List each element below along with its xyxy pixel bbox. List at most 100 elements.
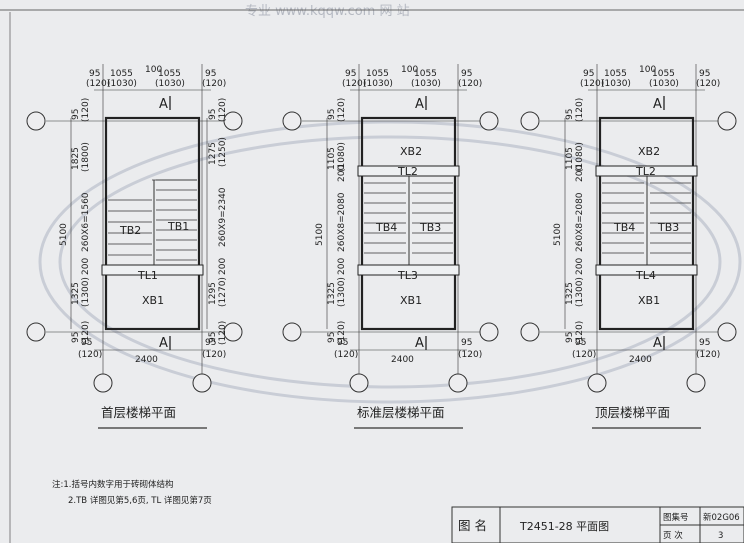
dim-upper-flight: 1825 bbox=[71, 147, 81, 170]
dim-1030: (1030) bbox=[649, 79, 679, 89]
dim-1030: (1030) bbox=[601, 79, 631, 89]
axis-bubble bbox=[520, 111, 540, 131]
note-line-1: 注:1.括号内数字用于砖砌体结构 bbox=[52, 479, 173, 490]
dim-1030: (1030) bbox=[155, 79, 185, 89]
member-label-xb2: XB2 bbox=[638, 145, 660, 158]
plan-caption: 标准层楼梯平面 bbox=[357, 405, 445, 420]
member-label-xb1: XB1 bbox=[400, 294, 422, 307]
member-label-tb3: TB3 bbox=[657, 221, 679, 234]
stair-plan-2: 95(120)1055(1030)1001055(1030)95(120)A24… bbox=[282, 64, 499, 429]
dim-right-run: 260X9=2340 bbox=[218, 187, 228, 247]
member-label-tb2: TB2 bbox=[119, 224, 141, 237]
stair-wall bbox=[360, 116, 457, 331]
dim-120: (120) bbox=[337, 98, 347, 122]
member-label-tl2: TL2 bbox=[397, 165, 418, 178]
dim-95: 95 bbox=[71, 109, 81, 120]
dim-1300: (1300) bbox=[575, 277, 585, 307]
member-label-xb1: XB1 bbox=[638, 294, 660, 307]
dim-100: 100 bbox=[145, 65, 162, 75]
title-label-page: 页 次 bbox=[663, 530, 683, 541]
dim-2400: 2400 bbox=[629, 355, 652, 365]
member-label-tb4: TB4 bbox=[613, 221, 635, 234]
title-label-set: 图集号 bbox=[663, 512, 689, 523]
dim-95: 95 bbox=[205, 69, 216, 79]
dim-95: 95 bbox=[699, 338, 710, 348]
dim-95: 95 bbox=[327, 109, 337, 120]
dim-120: (120) bbox=[575, 98, 585, 122]
dim-1300: (1300) bbox=[337, 277, 347, 307]
dim-95: 95 bbox=[81, 338, 92, 348]
dim-95: 95 bbox=[208, 332, 218, 343]
axis-bubble bbox=[282, 322, 302, 342]
axis-bubble bbox=[479, 111, 499, 131]
member-label-tl1: TL1 bbox=[137, 269, 158, 282]
dim-95: 95 bbox=[575, 338, 586, 348]
section-mark-bottom: A bbox=[653, 336, 662, 351]
dim-120: (120) bbox=[696, 79, 720, 89]
axis-bubble bbox=[349, 373, 369, 393]
section-mark-bottom: A bbox=[415, 336, 424, 351]
dim-1325: 1325 bbox=[71, 282, 81, 305]
page-number: 3 bbox=[718, 531, 723, 541]
dim-120: (120) bbox=[575, 321, 585, 345]
dim-200: 200 bbox=[575, 258, 585, 275]
axis-bubble bbox=[26, 111, 46, 131]
dim-120: (120) bbox=[458, 350, 482, 360]
dim-120: (120) bbox=[218, 98, 228, 122]
member-label-xb2: XB2 bbox=[400, 145, 422, 158]
dim-upper-flight-alt: (1080) bbox=[575, 142, 585, 172]
dim-120: (120) bbox=[78, 350, 102, 360]
dim-1055: 1055 bbox=[604, 69, 627, 79]
dim-1055: 1055 bbox=[366, 69, 389, 79]
member-label-xb1: XB1 bbox=[142, 294, 164, 307]
dim-upper-flight: 1105 bbox=[327, 147, 337, 170]
dim-95: 95 bbox=[461, 69, 472, 79]
drawing-title: T2451-28 平面图 bbox=[519, 520, 609, 533]
section-mark-top: A bbox=[415, 97, 424, 112]
member-label-tl3: TL3 bbox=[397, 269, 418, 282]
dim-5100: 5100 bbox=[553, 223, 563, 246]
section-mark-top: A bbox=[653, 97, 662, 112]
dim-95: 95 bbox=[345, 69, 356, 79]
dim-right-bottom: 1295 bbox=[208, 282, 218, 305]
title-label-name: 图 名 bbox=[458, 518, 487, 533]
dim-95: 95 bbox=[205, 338, 216, 348]
watermark-text: 专业 www.kqqw.com 网 站 bbox=[245, 4, 410, 19]
axis-bubble bbox=[282, 111, 302, 131]
dim-95: 95 bbox=[327, 332, 337, 343]
dim-5100: 5100 bbox=[315, 223, 325, 246]
dim-upper-flight-alt: (1800) bbox=[81, 142, 91, 172]
axis-bubble bbox=[479, 322, 499, 342]
dim-1325: 1325 bbox=[565, 282, 575, 305]
axis-bubble bbox=[717, 111, 737, 131]
dim-1055: 1055 bbox=[652, 69, 675, 79]
axis-bubble bbox=[717, 322, 737, 342]
axis-bubble bbox=[520, 322, 540, 342]
dim-95: 95 bbox=[565, 332, 575, 343]
dim-2400: 2400 bbox=[135, 355, 158, 365]
dim-120: (120) bbox=[337, 321, 347, 345]
stair-wall bbox=[104, 116, 201, 331]
dim-95: 95 bbox=[337, 338, 348, 348]
dim-200: 200 bbox=[575, 165, 585, 182]
dim-120: (120) bbox=[86, 79, 110, 89]
dim-95: 95 bbox=[699, 69, 710, 79]
dim-right-top-alt: (1250) bbox=[218, 137, 228, 167]
dim-200: 200 bbox=[81, 258, 91, 275]
dim-120: (120) bbox=[342, 79, 366, 89]
dim-1325: 1325 bbox=[327, 282, 337, 305]
dim-120: (120) bbox=[81, 321, 91, 345]
dim-tread-run: 260X6=1560 bbox=[81, 192, 91, 252]
axis-bubble bbox=[192, 373, 212, 393]
member-label-tl4: TL4 bbox=[635, 269, 656, 282]
member-label-tb3: TB3 bbox=[419, 221, 441, 234]
dim-1300: (1300) bbox=[81, 277, 91, 307]
watermark-emblem bbox=[38, 120, 742, 404]
member-label-tl2: TL2 bbox=[635, 165, 656, 178]
dim-120: (120) bbox=[572, 350, 596, 360]
axis-bubble bbox=[587, 373, 607, 393]
dim-95: 95 bbox=[71, 332, 81, 343]
title-block bbox=[451, 506, 744, 543]
